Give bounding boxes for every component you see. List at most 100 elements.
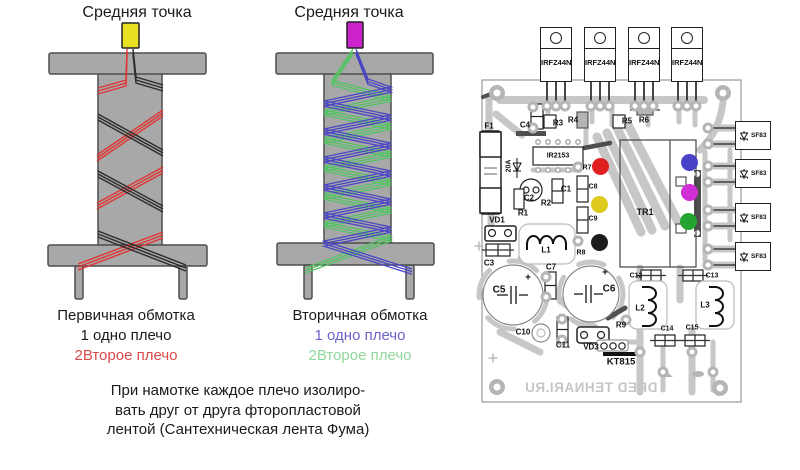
solder-pad [702, 176, 714, 188]
pcb-label-c14: C14 [660, 325, 674, 333]
wire-marker-blue [680, 153, 698, 171]
pcb-label-r8: R8 [576, 249, 586, 257]
pcb-label-20a: 20A [505, 159, 513, 173]
jumper-bar [694, 170, 701, 237]
wire-marker-black [590, 233, 608, 251]
diode-sf83-4: SF83 [735, 242, 771, 271]
insulation-note: При намотке каждое плечо изолиро- вать д… [107, 381, 370, 440]
solder-pad [572, 235, 584, 247]
secondary-winding-arm1-blue [321, 48, 413, 275]
solder-pad [702, 160, 714, 172]
pcb-label-c3: C3 [483, 258, 495, 268]
pcb-dynamic-parts [527, 82, 738, 378]
mounting-hole-icon [594, 32, 606, 44]
transistor-label: IRFZ44N [672, 58, 703, 67]
primary-arm2-label: 2Второе плечо [74, 347, 178, 364]
solder-pad [603, 100, 615, 112]
pcb-label-c15: C15 [685, 324, 699, 332]
primary-winding-arm1-black [97, 48, 187, 272]
mounting-holes [489, 85, 731, 396]
solder-pad [527, 122, 539, 134]
pcb-label-f1: F1 [484, 121, 494, 131]
pcb-label-l3: L3 [700, 300, 710, 310]
ic-pads [535, 139, 581, 173]
diode-symbol-icon [740, 251, 749, 262]
secondary-arm2-label: 2Второе плечо [308, 347, 412, 364]
solder-pad [702, 243, 714, 255]
diode-sf83-2: SF83 [735, 159, 771, 188]
package-separator [584, 48, 616, 49]
ic-ir2153-body [532, 146, 584, 166]
solder-pad [559, 100, 571, 112]
solder-pad [702, 138, 714, 150]
transistor-label: IRFZ44N [585, 58, 616, 67]
solder-pad [634, 346, 646, 358]
pcb-label-: + [602, 267, 608, 279]
pcb-label-r3: R3 [552, 118, 564, 128]
solder-pad [556, 334, 568, 346]
pcb-label-c2: C2 [523, 193, 535, 203]
pcb-label-c12: C12 [629, 272, 643, 280]
secondary-winding-arm2-green [304, 48, 394, 274]
pcb-label-r4: R4 [567, 115, 579, 125]
diode-label: SF83 [751, 170, 767, 177]
solder-pad [657, 366, 669, 378]
zener-symbol [512, 158, 522, 178]
pcb-label-r6: R6 [638, 115, 650, 125]
package-separator [671, 48, 703, 49]
note-line-2: вать друг от друга фторопластовой [115, 401, 361, 419]
transistor-irfz44n-3: IRFZ44N [628, 27, 660, 82]
solder-pad [647, 100, 659, 112]
transistor-irfz44n-2: IRFZ44N [584, 27, 616, 82]
pcb-label-r9: R9 [615, 320, 627, 330]
pcb-label-r5: R5 [621, 116, 633, 126]
solder-pad [556, 313, 568, 325]
solder-pad [686, 346, 698, 358]
inductor-l2-coil [642, 286, 657, 327]
left-center-tap-terminal [121, 22, 140, 49]
pcb-label-l1: L1 [541, 245, 551, 255]
pcb-label-c11: C11 [555, 340, 571, 350]
left-core [97, 61, 163, 249]
diode-symbol-icon [740, 130, 749, 141]
solder-pad [702, 122, 714, 134]
kt815-bar [603, 352, 643, 356]
inductor-l2-pad [628, 280, 668, 330]
pcb-label-c9: C9 [588, 215, 598, 223]
inductor-l3-pad [695, 280, 735, 330]
pcb-label-c4: C4 [519, 120, 531, 130]
secondary-arm1-label: 1 одно плечо [314, 327, 406, 344]
diode-label: SF83 [751, 132, 767, 139]
secondary-winding-label: Вторичная обмотка [292, 307, 428, 324]
pcb-label-ir2153: IR2153 [546, 152, 570, 160]
solder-pad [702, 204, 714, 216]
solder-pad [690, 100, 702, 112]
diode-label: SF83 [751, 253, 767, 260]
pcb-label-c7: C7 [545, 262, 557, 272]
right-top-flange [275, 52, 434, 75]
solder-pad [702, 259, 714, 271]
right-center-tap-terminal [346, 21, 364, 49]
transistor-irfz44n-1: IRFZ44N [540, 27, 572, 82]
diode-label: SF83 [751, 214, 767, 221]
package-separator [540, 48, 572, 49]
pcb-label-c6: C6 [602, 283, 616, 295]
right-diagram-caption: Вторичная обмотка 1 одно плечо 2Второе п… [292, 306, 427, 366]
diode-symbol-icon [740, 168, 749, 179]
resistor-r9-body [605, 305, 628, 321]
transformer-tr1-outline [619, 139, 697, 268]
transistor-irfz44n-4: IRFZ44N [671, 27, 703, 82]
pcb-label-c1: C1 [560, 184, 572, 194]
wire-marker-green [679, 212, 697, 230]
solder-pad [540, 291, 552, 303]
pcb-label-tr1: TR1 [636, 207, 654, 217]
mounting-hole-icon [638, 32, 650, 44]
pcb-label-r1: R1 [517, 208, 529, 218]
primary-winding-label: Первичная обмотка [57, 307, 195, 324]
wire-marker-red [591, 157, 609, 175]
pcb-label-r2: R2 [540, 198, 552, 208]
fuse-f1 [479, 130, 502, 215]
